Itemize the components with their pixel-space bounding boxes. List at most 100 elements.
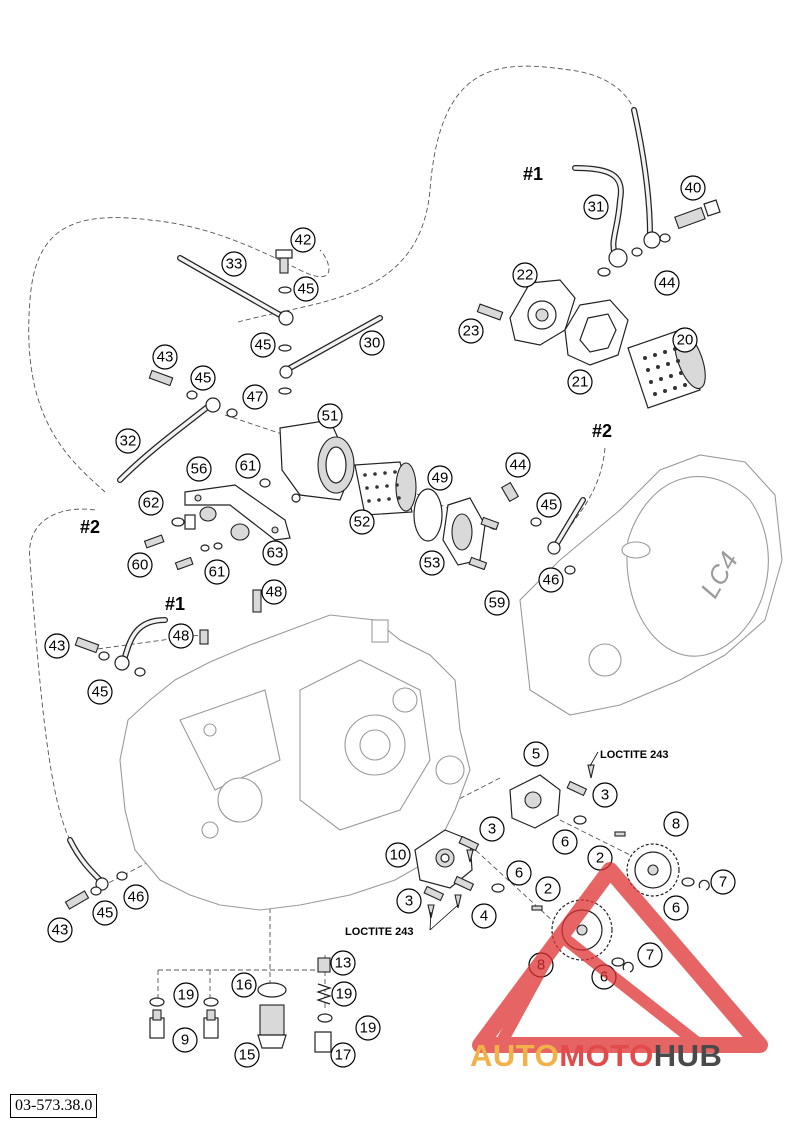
callout-61-b: 61 — [204, 559, 230, 585]
callout-46-e: 45 — [87, 679, 113, 705]
callout-2-b: 2 — [535, 876, 561, 902]
svg-text:3: 3 — [488, 821, 496, 838]
callout-6-c: 6 — [663, 895, 689, 921]
pump-cover-5 — [509, 774, 561, 829]
svg-text:6: 6 — [561, 834, 569, 851]
svg-text:8: 8 — [672, 816, 680, 833]
fitting-49 — [199, 589, 262, 645]
plunger-13 — [317, 957, 331, 973]
callout-61-a: 61 — [235, 453, 261, 479]
hose-right — [547, 497, 586, 555]
svg-text:60: 60 — [132, 557, 149, 574]
screws-59 — [468, 516, 500, 571]
routing-line-drain-plugs — [157, 955, 326, 1010]
svg-text:45: 45 — [255, 337, 272, 354]
hose-31 — [572, 107, 721, 268]
callout-3-a: 3 — [592, 782, 618, 808]
pins-2 — [531, 831, 626, 911]
svg-text:6: 6 — [515, 865, 523, 882]
svg-text:46: 46 — [128, 889, 145, 906]
filter-cover-54 — [442, 497, 486, 566]
callout-46-a: 45 — [293, 276, 319, 302]
plug-9-right — [203, 1009, 219, 1039]
svg-text:43: 43 — [52, 922, 69, 939]
oil-filter-20 — [627, 329, 706, 409]
hose-32 — [117, 397, 221, 483]
svg-text:61: 61 — [240, 458, 257, 475]
screen-15 — [257, 1004, 287, 1049]
hose-left-1 — [114, 617, 168, 671]
svg-text:48: 48 — [173, 628, 190, 645]
svg-text:45: 45 — [97, 905, 114, 922]
callout-18-a: 19 — [173, 982, 199, 1008]
svg-text:44: 44 — [659, 275, 676, 292]
filter-housing-52 — [279, 419, 355, 501]
callout-45: 44 — [654, 270, 680, 296]
svg-text:47: 47 — [247, 389, 264, 406]
callout-52: 51 — [317, 403, 343, 429]
hose-30 — [279, 315, 383, 379]
callout-63: 63 — [262, 540, 288, 566]
banjo-bolt-42 — [275, 249, 293, 274]
hose-ref-2-right: #2 — [592, 421, 612, 441]
svg-text:45: 45 — [298, 281, 315, 298]
callout-7-a: 7 — [710, 869, 736, 895]
svg-text:13: 13 — [335, 955, 352, 972]
svg-text:32: 32 — [120, 433, 137, 450]
svg-text:43: 43 — [157, 349, 174, 366]
loctite-leader-lower-2 — [429, 911, 432, 931]
callout-44: 44 — [505, 452, 531, 478]
callout-3-c: 3 — [396, 888, 422, 914]
routing-line-hose1-top — [237, 65, 637, 323]
clutch-cover: LC4 — [519, 454, 783, 716]
svg-text:16: 16 — [236, 977, 253, 994]
callout-46-c: 45 — [190, 365, 216, 391]
callout-62: 62 — [138, 490, 164, 516]
plug-9-left — [149, 1009, 165, 1039]
callout-18-b: 19 — [355, 1015, 381, 1041]
parts-61 — [174, 478, 301, 571]
washers-lower-left — [90, 871, 128, 896]
callout-47-b: 46 — [123, 884, 149, 910]
svg-text:46: 46 — [543, 572, 560, 589]
svg-text:9: 9 — [181, 1032, 189, 1049]
svg-text:43: 43 — [49, 638, 66, 655]
svg-text:7: 7 — [719, 874, 727, 891]
callout-42: 42 — [290, 227, 316, 253]
svg-text:10: 10 — [390, 847, 407, 864]
callout-31: 31 — [583, 194, 609, 220]
svg-text:19: 19 — [336, 986, 353, 1003]
washers-18 — [149, 997, 333, 1023]
watermark-text: AUTOMOTOHUB — [470, 1038, 795, 1088]
crankcase — [119, 614, 471, 911]
callout-6-b: 6 — [506, 860, 532, 886]
svg-text:6: 6 — [672, 900, 680, 917]
callout-43-c: 43 — [47, 917, 73, 943]
callout-5: 5 — [523, 741, 549, 767]
filter-53 — [354, 461, 417, 516]
gasket-21 — [564, 299, 629, 366]
svg-text:48: 48 — [266, 584, 283, 601]
watermark-hub: HUB — [653, 1038, 723, 1073]
svg-text:45: 45 — [195, 370, 212, 387]
callout-33: 33 — [221, 251, 247, 277]
banjo-bolt-43-lower — [64, 890, 90, 910]
spacer-62 — [171, 506, 217, 530]
watermark-logo-icon — [472, 862, 768, 1053]
callout-32: 32 — [115, 428, 141, 454]
hose-33 — [177, 255, 294, 326]
svg-text:61: 61 — [209, 564, 226, 581]
callout-51: 49 — [427, 465, 453, 491]
filter-cover-22 — [509, 279, 576, 346]
svg-text:20: 20 — [677, 332, 694, 349]
callout-40: 40 — [680, 175, 706, 201]
clips-7 — [622, 879, 710, 973]
svg-text:49: 49 — [432, 470, 449, 487]
callout-17: 17 — [330, 1042, 356, 1068]
callout-46-f: 45 — [92, 900, 118, 926]
hose-ref-1-left: #1 — [165, 594, 185, 614]
svg-text:22: 22 — [517, 267, 534, 284]
svg-text:62: 62 — [143, 495, 160, 512]
loctite-leader-lower-1 — [429, 904, 459, 931]
